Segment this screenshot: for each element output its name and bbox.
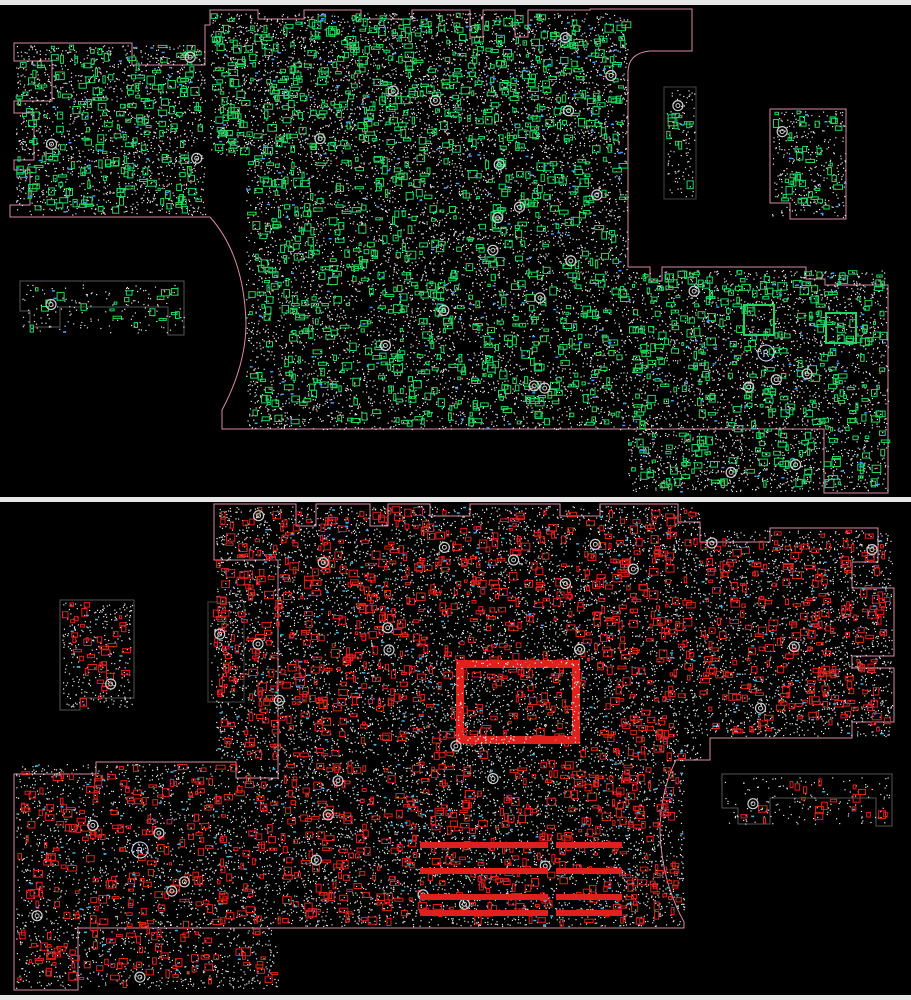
board-reference-marker: R [763,349,770,360]
side-module-outline-bottom [59,599,135,711]
top-separator [0,0,911,5]
bottom-component-layer [16,506,894,990]
board-reference-marker-bottom: R [137,846,144,857]
main-board-outline-bottom [13,503,895,991]
bottom-side-board-canvas[interactable]: R [0,502,911,995]
top-component-layer [15,12,891,493]
bottom-separator [0,995,911,1000]
side-module-outline [769,108,847,220]
pcb-top-side-view[interactable]: R [0,5,911,497]
pcb-bottom-side-view[interactable]: R [0,502,911,995]
connector-strip [663,86,697,200]
flex-strip-outline-bottom [721,773,893,827]
middle-separator [0,497,911,502]
top-side-board-canvas[interactable]: R [0,5,911,497]
flex-strip-outline [19,280,185,336]
